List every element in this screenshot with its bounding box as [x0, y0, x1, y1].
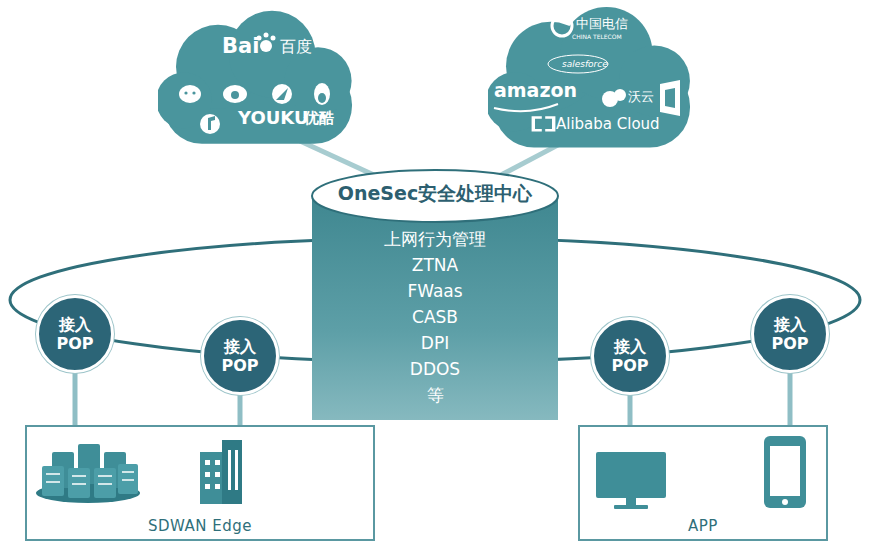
app-device-box: APP [578, 425, 828, 541]
logo-text: 优酷 [304, 110, 334, 127]
phone-icon [764, 436, 806, 508]
logo-text: 百度 [280, 38, 312, 56]
link-line [238, 395, 243, 425]
service-logos [494, 16, 680, 132]
salesforce-logo [548, 55, 608, 73]
logo-text: CHINA TELECOM [572, 34, 622, 41]
logo-text: 中国电信 [576, 17, 628, 32]
cloud-fill [488, 7, 690, 148]
shape-part [208, 116, 215, 130]
office-logo [660, 80, 680, 116]
pop-circle: 接入 POP [751, 295, 829, 373]
function-item: 等 [310, 386, 560, 406]
function-item: ZTNA [310, 256, 560, 276]
weibo-icon [223, 85, 247, 103]
pop-label: 接入 POP [218, 337, 262, 375]
cloud-lobe [284, 47, 351, 114]
box-label: SDWAN Edge [27, 518, 373, 535]
penguin-icon [314, 83, 330, 105]
backbone-ring [10, 238, 860, 362]
logo-text: YOUKU [238, 108, 309, 129]
alibaba-logo [532, 116, 556, 131]
pop-label: 接入 POP [53, 315, 97, 353]
monitor-icon [596, 452, 666, 509]
link-line [300, 141, 375, 176]
cloud-fill [158, 11, 352, 144]
link-line [500, 145, 559, 176]
shape-part [276, 88, 288, 100]
pop-circle: 接入 POP [591, 317, 669, 395]
link-line [628, 395, 633, 425]
cloud-enterprise-services: 中国电信 CHINA TELECOM salesforce amazon 沃云 Aliba… [488, 4, 696, 152]
server-cluster-icon [36, 444, 140, 503]
wocloud-logo [614, 89, 626, 101]
center-title: OneSec安全处理中心 [310, 183, 560, 205]
shape-part [231, 91, 239, 99]
smile-arrow [494, 104, 558, 111]
shape-part [318, 93, 326, 103]
pop-label: 接入 POP [608, 337, 652, 375]
function-item: DPI [310, 334, 560, 354]
security-center-cylinder: OneSec安全处理中心上网行为管理 ZTNA FWaasCASB DPI DDOS 等 [310, 168, 560, 420]
box-label: APP [580, 518, 826, 535]
cloud-lobe [619, 45, 690, 116]
music-icon [200, 114, 220, 134]
shape-part [192, 91, 195, 94]
browser-icon [272, 84, 292, 104]
pop-circle: 接入 POP [36, 295, 114, 373]
pop-label: 接入 POP [768, 315, 812, 353]
paw-logo [271, 36, 276, 41]
link-line [788, 373, 793, 425]
logo-text: Bai [222, 34, 259, 58]
function-item: CASB [310, 308, 560, 328]
function-item: 上网行为管理 [310, 230, 560, 250]
logo-text: Alibaba Cloud [556, 116, 660, 133]
shape-part [184, 91, 187, 94]
function-item: DDOS [310, 360, 560, 380]
logo-text: amazon [494, 80, 577, 102]
chat-icon [179, 85, 201, 103]
cloud-consumer-apps: Bai 百度 YOUKU优酷 [158, 8, 358, 148]
telecom-logo [552, 16, 572, 36]
server-slots [46, 472, 134, 484]
function-item: FWaas [310, 282, 560, 302]
logo-text: salesforce [562, 59, 608, 69]
edge-site-box: SDWAN Edge [25, 425, 375, 541]
link-line [73, 373, 78, 425]
pop-circle: 接入 POP [201, 317, 279, 395]
paw-logo [264, 33, 269, 38]
logo-text: 沃云 [628, 90, 654, 105]
paw-logo [260, 40, 272, 52]
building-icon [200, 440, 242, 504]
